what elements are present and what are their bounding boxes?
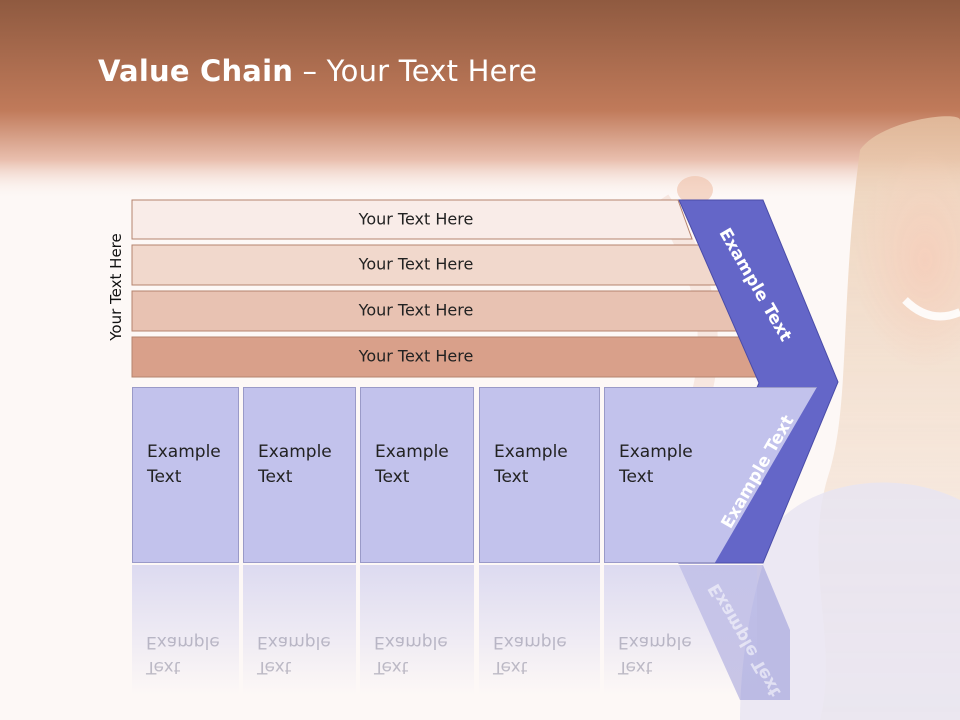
header-band <box>0 0 960 200</box>
bar-label-3: Your Text Here <box>358 300 474 320</box>
box-line-2: Text <box>619 467 654 487</box>
box-line-2: Text <box>147 467 182 487</box>
box-line-1: Example <box>619 442 693 462</box>
chevron-arrow <box>678 199 839 564</box>
bar-shapes <box>131 199 764 378</box>
box-line-1: Example <box>494 442 568 462</box>
bar-label-2: Your Text Here <box>358 254 474 274</box>
bar-1 <box>131 199 693 240</box>
bar-label-1: Your Text Here <box>358 209 474 228</box>
box-line-1: Example <box>258 442 332 462</box>
box-line-1: Example <box>375 442 449 462</box>
box-line-2: Text <box>494 467 529 487</box>
box-line-1: Example <box>147 442 221 462</box>
slide-title: Value Chain – Your Text Here <box>98 54 538 88</box>
box-line-2: Text <box>375 467 410 487</box>
bar-label-4: Your Text Here <box>358 346 474 366</box>
vertical-label: Your Text Here <box>107 233 125 341</box>
box-line-2: Text <box>258 467 293 487</box>
